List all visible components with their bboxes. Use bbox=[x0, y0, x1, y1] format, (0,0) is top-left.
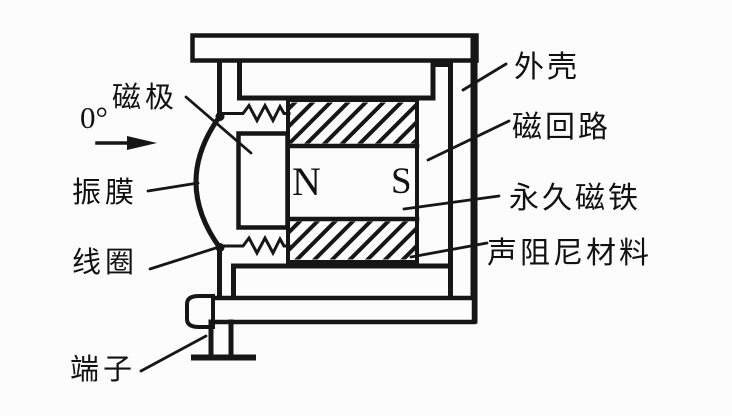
leader-magnetic-pole bbox=[184, 95, 253, 155]
label-voice-coil: 线圈 bbox=[72, 246, 138, 279]
label-axis-angle: 0° bbox=[80, 100, 108, 135]
label-diaphragm: 振膜 bbox=[72, 176, 138, 209]
pole-piece bbox=[236, 131, 290, 230]
leader-voice-coil bbox=[148, 244, 224, 271]
leader-terminals bbox=[139, 334, 208, 373]
label-magnetic-circuit: 磁回路 bbox=[512, 111, 611, 144]
damping-resistor-symbol-bottom bbox=[219, 234, 291, 257]
magnetic-circuit-yoke bbox=[231, 58, 453, 300]
label-permanent-magnet: 永久磁铁 bbox=[509, 182, 641, 215]
leader-diaphragm bbox=[146, 181, 200, 193]
damping-resistor-symbol-top bbox=[219, 102, 291, 124]
diaphragm-dome bbox=[193, 112, 224, 252]
housing-top-bar bbox=[190, 33, 479, 63]
label-pole-n: N bbox=[292, 159, 321, 204]
leader-housing bbox=[461, 62, 508, 92]
leader-magnetic-circuit bbox=[426, 119, 511, 162]
terminal-base-block bbox=[185, 294, 215, 329]
leader-damping-material bbox=[409, 241, 489, 259]
voice-coil-dot-top bbox=[215, 112, 225, 121]
damping-material-lower bbox=[290, 221, 415, 260]
housing-bottom-bar bbox=[202, 295, 477, 325]
label-terminals: 端子 bbox=[70, 353, 136, 386]
label-housing: 外壳 bbox=[514, 51, 580, 84]
axis-arrow-head bbox=[127, 136, 157, 150]
label-pole-s: S bbox=[391, 161, 412, 202]
label-magnetic-pole: 磁极 bbox=[112, 81, 178, 114]
damping-material-upper bbox=[290, 102, 415, 144]
label-damping-material: 声阻尼材料 bbox=[487, 237, 652, 270]
leader-permanent-magnet bbox=[402, 194, 501, 211]
